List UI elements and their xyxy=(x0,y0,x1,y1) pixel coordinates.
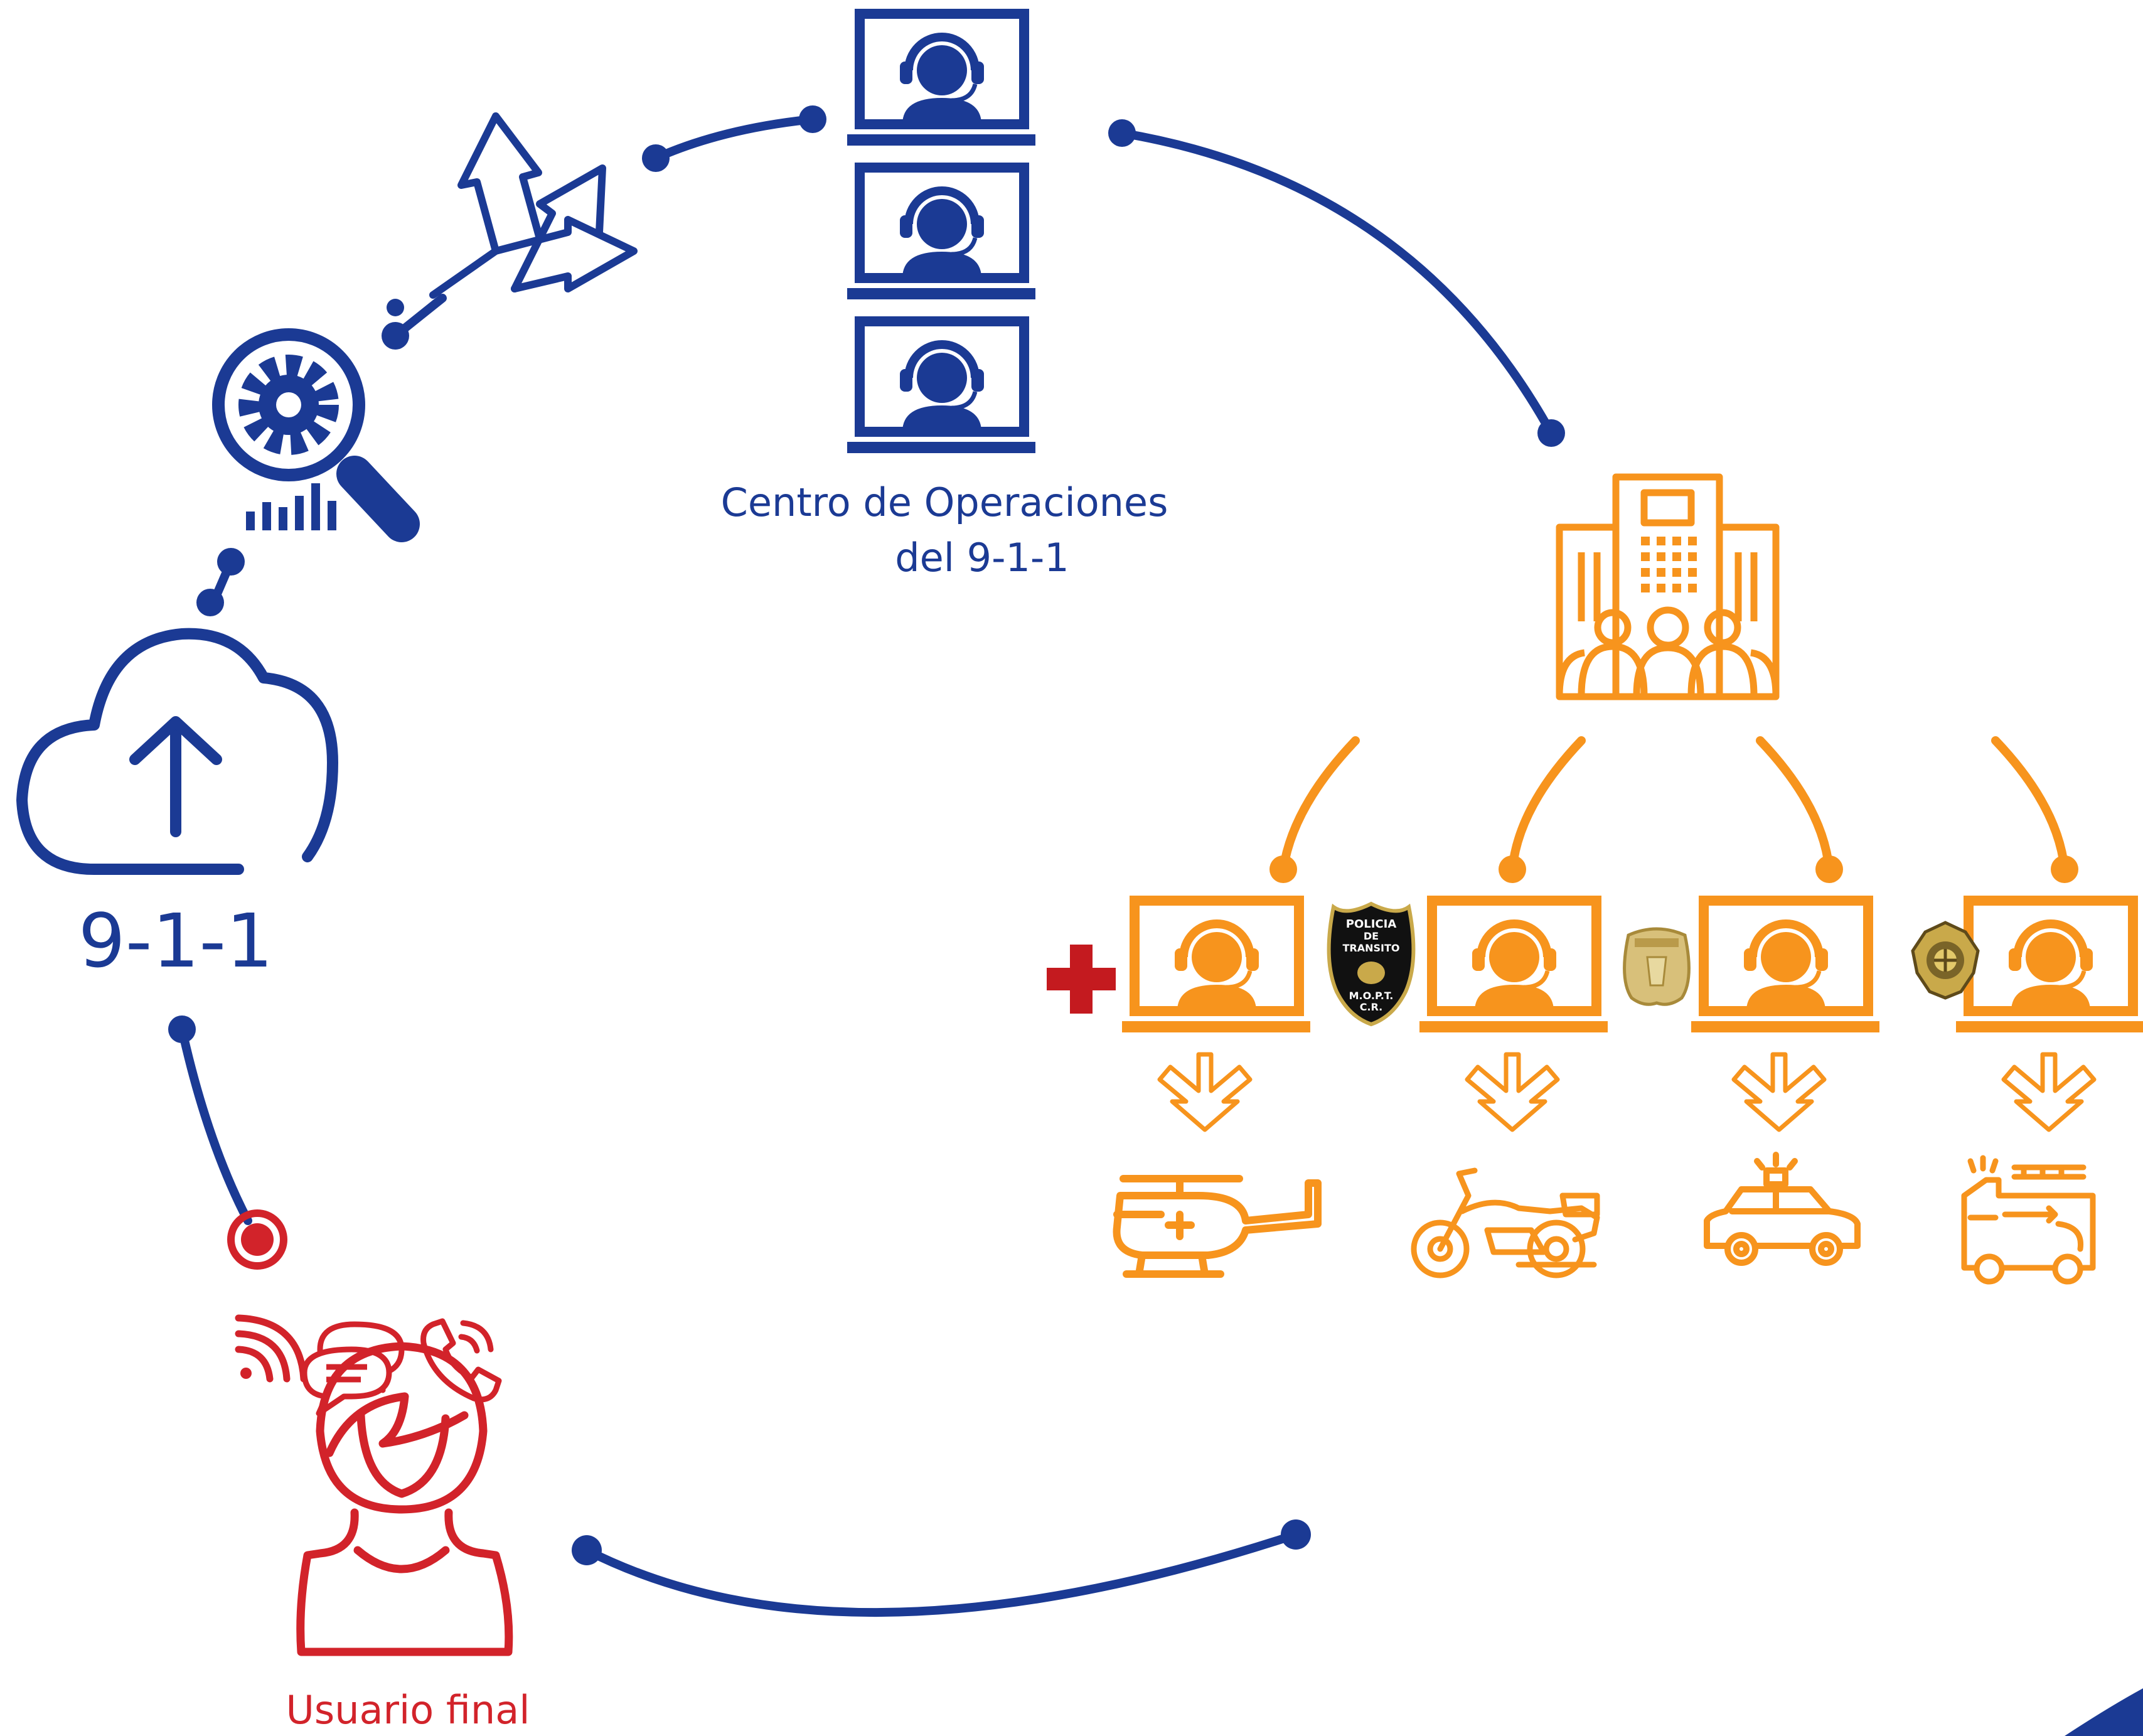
center-label-line2: del 9-1-1 xyxy=(895,535,1069,581)
red-cross-icon xyxy=(1047,945,1116,1014)
headset-operator-icon xyxy=(1691,901,1879,1032)
helicopter-icon xyxy=(1113,1175,1322,1278)
connector-operators-to-building xyxy=(1118,129,1556,437)
dispatch-arrows-icon xyxy=(1160,1054,1250,1130)
orange-connector-dots xyxy=(1269,855,2078,883)
blue-connectors xyxy=(178,115,1556,1617)
dispatch-arrows-icon xyxy=(1734,1054,1824,1130)
svg-text:POLICIA: POLICIA xyxy=(1346,918,1397,931)
fire-truck-icon xyxy=(1961,1155,2096,1285)
svg-text:C.R.: C.R. xyxy=(1360,1001,1383,1013)
woman-user-icon xyxy=(296,1342,513,1656)
headset-operator-icon xyxy=(1419,901,1608,1032)
bar-chart-icon xyxy=(246,483,336,530)
signal-icon xyxy=(235,1314,307,1383)
operations-center-operators xyxy=(847,14,1035,453)
dispatch-arrows xyxy=(1160,1054,2094,1130)
location-target-icon xyxy=(227,1209,287,1270)
branching-arrows-icon xyxy=(429,112,638,299)
svg-text:DE: DE xyxy=(1364,930,1379,942)
headset-operator-icon xyxy=(1122,901,1310,1032)
magnifier-gear-icon xyxy=(212,328,420,542)
phone-icon xyxy=(420,1318,502,1403)
dispatch-arrows-icon xyxy=(2004,1054,2094,1130)
center-label-line1: Centro de Operaciones xyxy=(721,480,1168,525)
corner-accent xyxy=(2065,1688,2143,1736)
svg-text:TRANSITO: TRANSITO xyxy=(1343,942,1400,954)
orange-connectors xyxy=(1279,736,2069,874)
headset-operator-icon xyxy=(1956,901,2143,1032)
headset-operator-icon xyxy=(847,168,1035,299)
user-label: Usuario final xyxy=(286,1687,530,1733)
police-car-icon xyxy=(1704,1152,1861,1266)
police-badge-icon xyxy=(1623,927,1691,1006)
cloud-label: 9-1-1 xyxy=(78,897,273,984)
connector-user-to-agencies xyxy=(582,1530,1300,1617)
firefighter-badge-icon xyxy=(1911,921,1980,1000)
connector-network-to-operators xyxy=(651,115,817,163)
cloud-upload-icon xyxy=(16,628,338,875)
transit-police-badge-icon: POLICIA DE TRANSITO M.O.P.T. C.R. xyxy=(1327,901,1416,1027)
dispatch-arrows-icon xyxy=(1467,1054,1558,1130)
headset-operator-icon xyxy=(847,321,1035,453)
svg-text:M.O.P.T.: M.O.P.T. xyxy=(1349,990,1394,1002)
headset-operator-icon xyxy=(847,14,1035,146)
connector-dots xyxy=(168,105,1565,1565)
agency-building-icon xyxy=(1556,473,1780,700)
connector-cloud-to-location xyxy=(178,1025,252,1225)
motorcycle-icon xyxy=(1411,1167,1600,1278)
